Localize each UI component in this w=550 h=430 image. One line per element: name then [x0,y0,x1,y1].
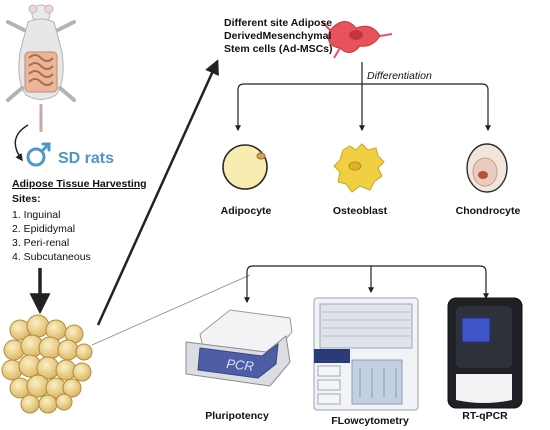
flow-cytometer-icon [313,297,419,411]
differentiation-label: Differentiation [367,70,432,82]
stem-cell-title-line-1: Different site Adipose [224,17,332,29]
cell-label-chondrocyte: Chondrocyte [456,205,521,217]
fat-globule [62,378,82,398]
cell-label-osteoblast: Osteoblast [333,205,388,217]
rt-qpcr-machine-icon [447,297,523,409]
harvest-site-item: 4. Subcutaneous [12,251,91,263]
arrow-fat-to-stem-cells [96,59,219,326]
fat-globule [38,394,58,414]
harvest-site-item: 1. Inguinal [12,209,61,221]
fat-globule [20,394,40,414]
pcr-device-icon: PCR [185,309,293,387]
fat-globule [57,339,79,361]
stem-cell-icon [321,21,393,59]
harvest-subtitle: Sites: [12,193,41,205]
harvest-site-item: 2. Epididymal [12,223,76,235]
chondrocyte-icon [466,143,508,193]
male-symbol-icon [26,142,51,167]
method-label-rt-qpcr: RT-qPCR [462,410,508,422]
stem-cell-title-line-2: DerivedMesenchymal [224,30,331,42]
fat-globule [26,314,50,338]
rat-illustration [6,4,76,132]
source-label: SD rats [58,150,114,167]
text-layer: SD rats Different site Adipose DerivedMe… [58,17,521,427]
line-fat-to-analysis [91,274,251,346]
analysis-tree [244,265,489,304]
harvest-site-item: 3. Peri-renal [12,237,70,249]
harvest-title: Adipose Tissue Harvesting [12,178,147,190]
fat-globule-cluster [1,314,93,414]
method-label-flowcytometry: FLowcytometry [331,415,409,427]
adipocyte-icon [222,144,268,190]
differentiation-tree [235,62,491,132]
fat-globule [75,343,93,361]
stem-cell-title-line-3: Stem cells (Ad-MSCs) [224,43,333,55]
osteoblast-icon [333,143,385,193]
method-label-pluripotency: Pluripotency [205,410,269,422]
fat-globule [72,362,92,382]
arrow-rat-to-sites [14,124,29,162]
pcr-device-label: PCR [226,356,255,374]
cell-label-adipocyte: Adipocyte [221,205,272,217]
fat-globule [55,393,73,411]
